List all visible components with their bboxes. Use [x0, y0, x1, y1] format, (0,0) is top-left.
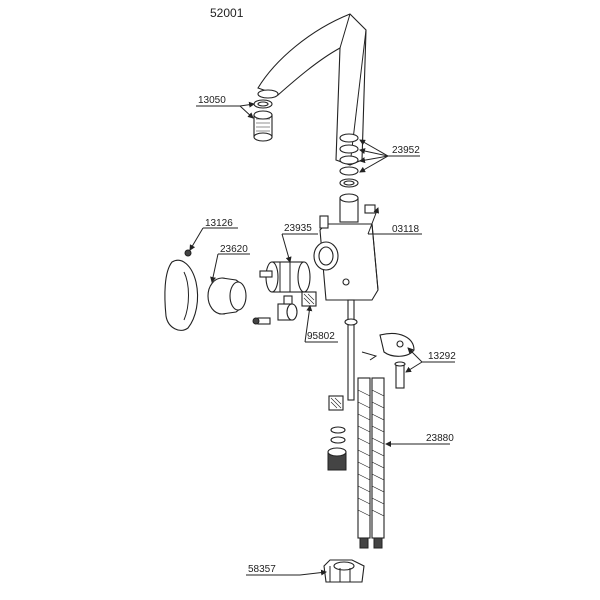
cartridge — [259, 261, 311, 293]
flexible-hoses — [357, 377, 385, 549]
faucet-body — [313, 193, 379, 301]
mounting-bracket — [361, 332, 415, 389]
part-label-23880: 23880 — [426, 433, 454, 444]
part-label-03118: 03118 — [392, 224, 420, 235]
part-label-13050: 13050 — [198, 95, 226, 106]
part-label-95802: 95802 — [307, 331, 335, 342]
spout — [257, 13, 367, 166]
diverter-parts — [252, 291, 317, 325]
part-label-58357: 58357 — [248, 564, 276, 575]
aerator-assembly — [253, 99, 273, 142]
part-label-23620: 23620 — [220, 244, 248, 255]
diagram-title: 52001 — [210, 6, 244, 20]
cover-cap — [207, 277, 247, 315]
lever-handle — [164, 249, 199, 331]
mounting-rod — [327, 299, 358, 471]
part-label-23952: 23952 — [392, 145, 420, 156]
base-nut — [323, 559, 365, 583]
part-label-23935: 23935 — [284, 223, 312, 234]
o-ring-stack — [339, 133, 359, 188]
part-label-13126: 13126 — [205, 218, 233, 229]
part-label-13292: 13292 — [428, 351, 456, 362]
